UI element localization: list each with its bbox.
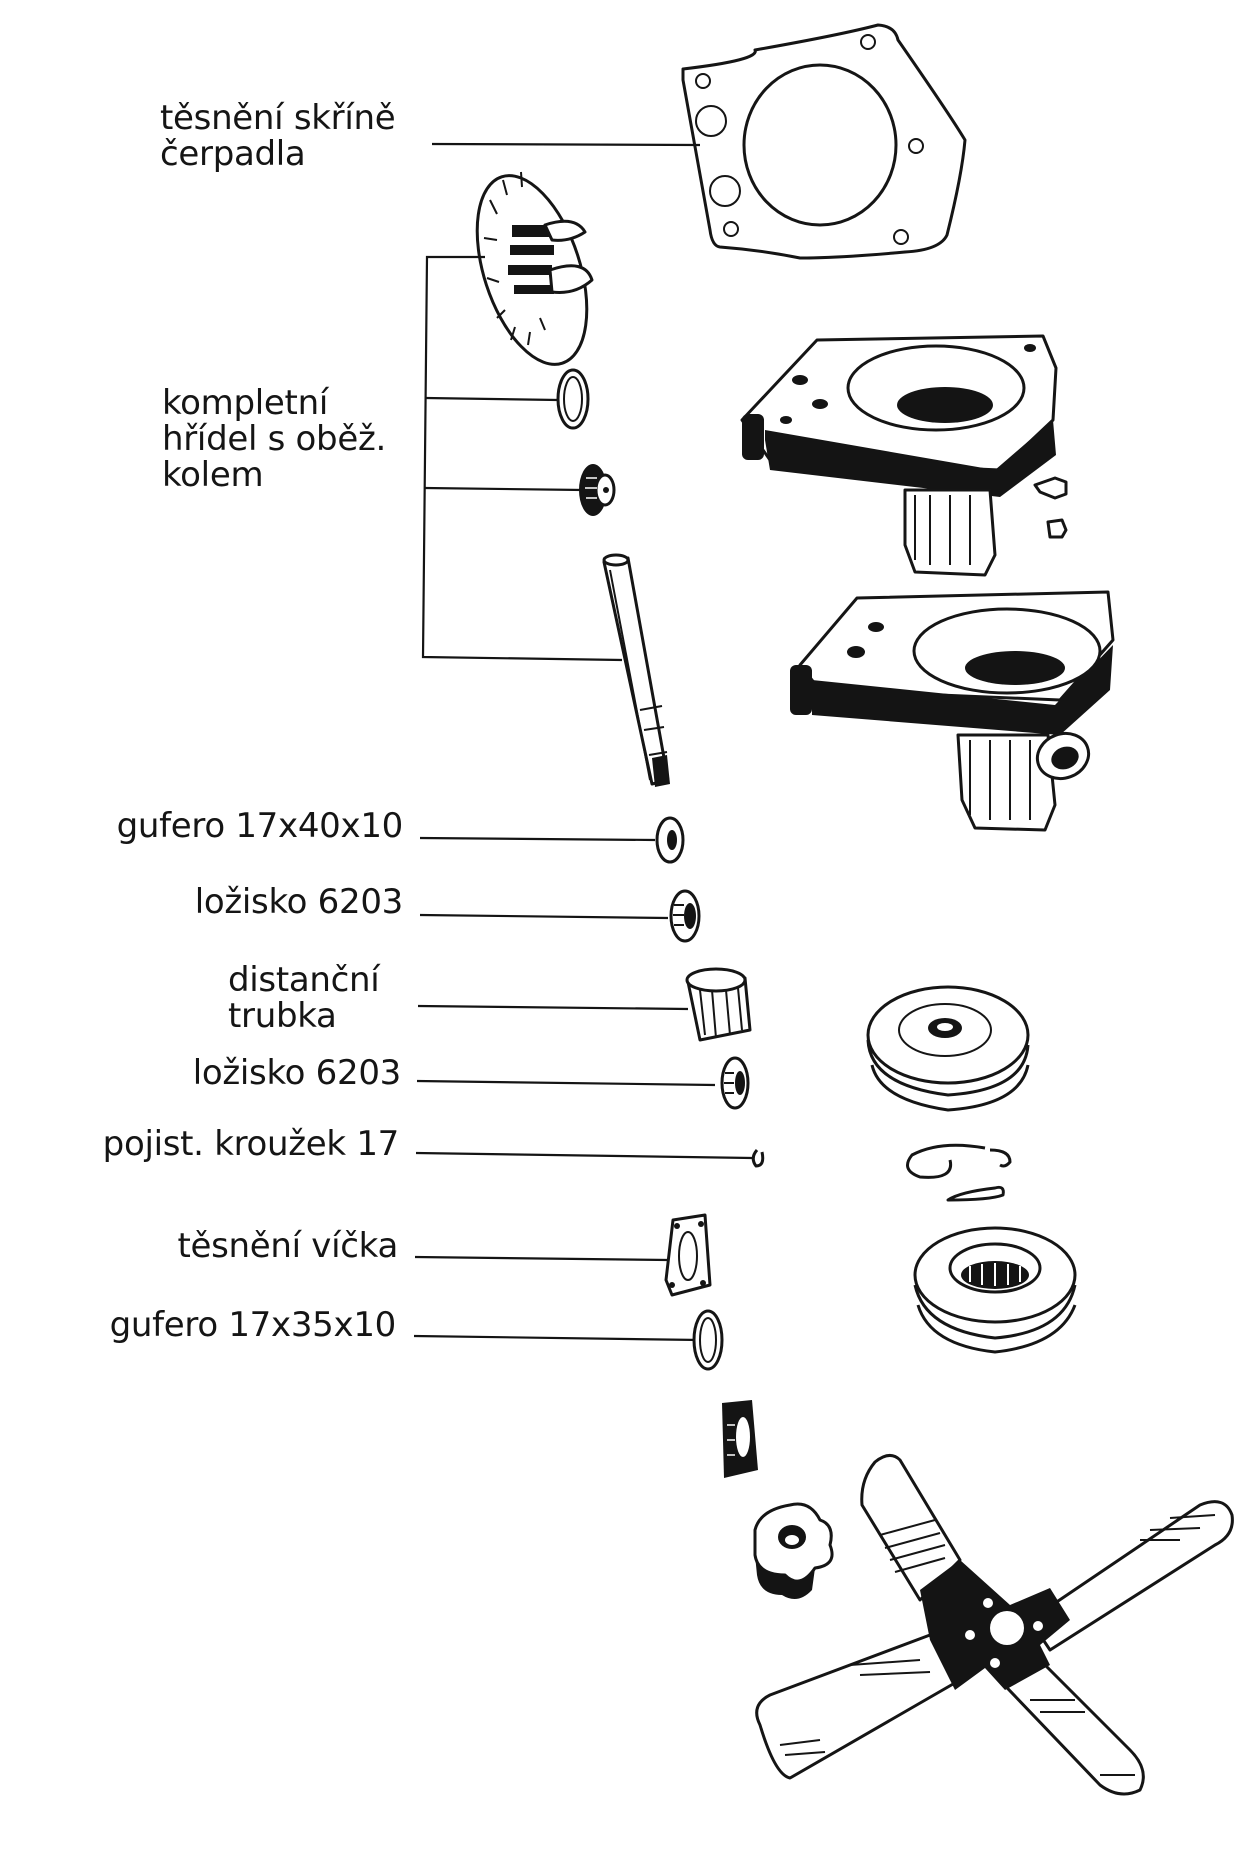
leader-line-circlip [415, 1151, 753, 1160]
label-shaft-seal-2: gufero 17x35x10 [109, 1305, 397, 1345]
label-line: kolem [162, 455, 264, 495]
label-cover-gasket: těsnění víčka [177, 1226, 398, 1266]
leader-lines [413, 142, 753, 1342]
leader-line-spacer-tube [417, 1004, 689, 1011]
impeller-nut-drawing [579, 464, 616, 516]
spacer-tube-drawing [685, 967, 752, 1042]
o-ring-drawing [556, 368, 590, 430]
bearing-1-drawing [669, 889, 701, 943]
leader-line-bearing-2 [416, 1079, 716, 1087]
bearing-2-drawing [720, 1056, 750, 1110]
leader-line-bearing-1 [419, 913, 669, 920]
label-shaft-assembly: kompletní hřídel s oběž. kolem [162, 385, 386, 493]
pump-housing-lower-drawing [790, 590, 1115, 832]
leader-line-shaft-seal-1 [419, 836, 656, 842]
leader-line-impeller-nut [424, 486, 584, 492]
circlip-drawing [751, 1149, 765, 1168]
label-spacer-tube: distanční trubka [228, 960, 380, 1036]
spring-clip-drawing [906, 1143, 1012, 1202]
leader-bracket-shaft-assembly [421, 255, 623, 662]
label-line: hřídel s oběž. [162, 419, 387, 459]
fan-drawing [755, 1454, 1234, 1796]
label-line: kompletní [162, 383, 328, 423]
label-pump-housing-gasket: těsnění skříně čerpadla [160, 98, 396, 174]
pulley-lower-drawing [913, 1226, 1077, 1354]
label-line: těsnění skříně [160, 98, 396, 138]
leader-line-housing-gasket [431, 142, 701, 147]
label-shaft-seal-1: gufero 17x40x10 [116, 806, 404, 846]
label-line: trubka [228, 996, 337, 1036]
label-circlip: pojist. kroužek 17 [102, 1124, 400, 1164]
impeller-drawing [475, 171, 594, 366]
leader-line-cover-gasket [414, 1255, 669, 1262]
flange-plate-drawing [722, 1400, 758, 1478]
cover-gasket-drawing [664, 1213, 712, 1297]
shaft-seal-1-drawing [655, 816, 685, 864]
label-line: distanční [228, 960, 380, 1000]
leader-line-oring [425, 396, 559, 402]
shaft-seal-2-drawing [692, 1309, 724, 1371]
pump-housing-gasket-drawing [681, 23, 967, 260]
label-line: čerpadla [160, 134, 306, 174]
label-bearing-2: ložisko 6203 [192, 1053, 402, 1093]
label-bearing-1: ložisko 6203 [194, 882, 404, 922]
pulley-upper-drawing [866, 985, 1030, 1112]
leader-line-shaft-seal-2 [413, 1334, 701, 1342]
fan-hub-drawing [753, 1502, 834, 1599]
shaft-drawing [602, 553, 670, 787]
pump-housing-upper-drawing [740, 334, 1068, 577]
